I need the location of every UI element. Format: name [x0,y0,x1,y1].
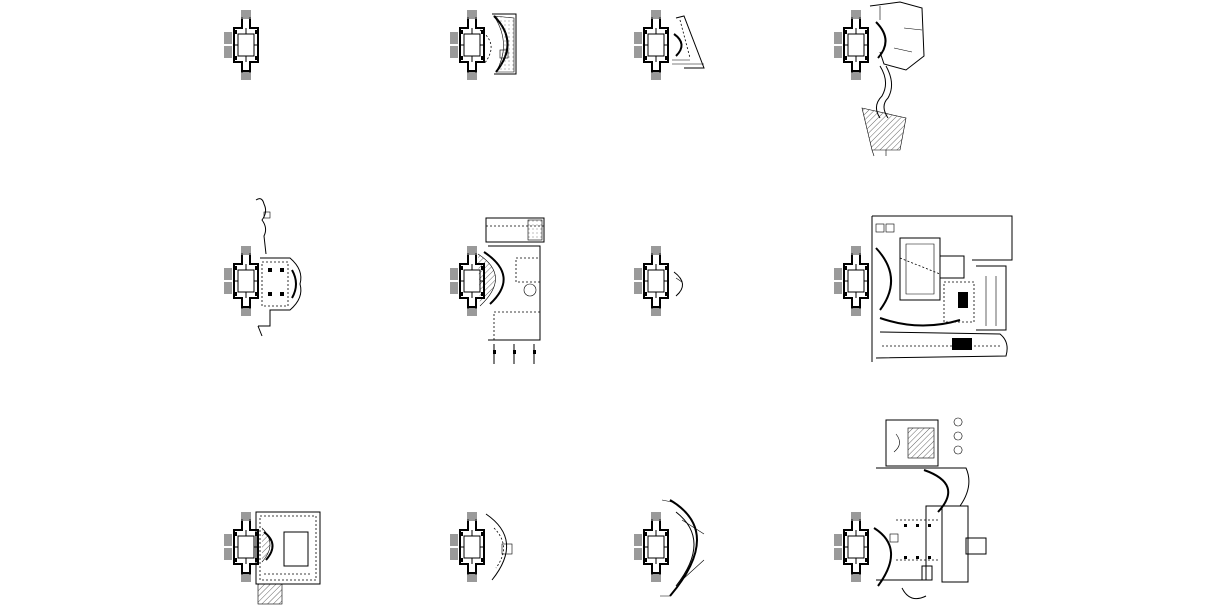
plan-r3-c2 [449,511,513,583]
plan-r3-c4 [833,417,987,600]
plan-r2-c1 [223,198,302,337]
plan-r2-c2 [449,217,545,364]
plan-r2-c3 [633,245,683,317]
plan-r3-c3 [633,499,705,597]
plan-r1-c1 [223,9,260,81]
plan-r1-c3 [633,9,705,81]
plan-r1-c4 [833,1,925,157]
plan-r3-c1 [223,511,321,605]
plan-r2-c4 [833,215,1013,362]
plan-r1-c2 [449,9,517,81]
